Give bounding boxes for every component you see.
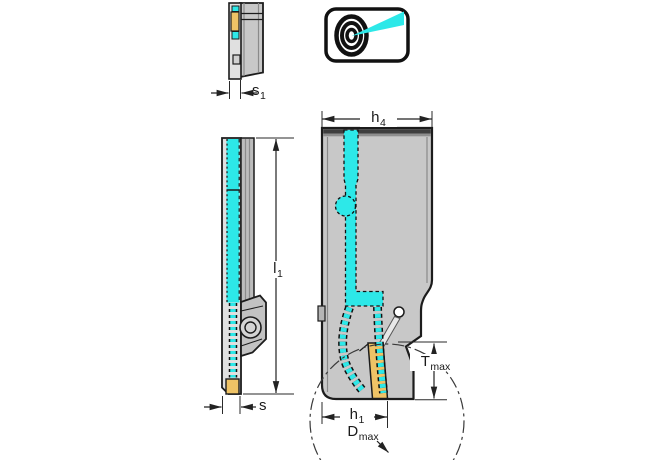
coolant-beam-icon: [351, 11, 404, 36]
coolant-channel-side: [226, 139, 240, 378]
side-view-blade: [204, 137, 294, 414]
tmax-label: Tmax: [410, 354, 461, 373]
coolant-channel-profile: [334, 129, 384, 307]
dmax-circle: [309, 343, 465, 460]
h4-label: h4: [360, 110, 397, 129]
coolant-cross-hole: [334, 195, 357, 217]
s1-dimension: [211, 80, 257, 99]
bullseye-icon: [334, 14, 369, 57]
h1-label: h1: [340, 407, 374, 426]
coolant-outlet-bottom: [231, 31, 240, 40]
precision-coolant-target-icon: [324, 7, 410, 63]
l1-label: l1: [266, 261, 290, 280]
s-dimension: [204, 396, 256, 414]
dmax-label: Dmax: [347, 423, 379, 443]
dmax-leader: [376, 440, 389, 453]
front-view-blade: [211, 2, 264, 99]
tmax-dimension: [398, 341, 447, 401]
pin-hole: [393, 306, 405, 318]
holder-notch: [317, 305, 326, 322]
s-label: s: [259, 397, 267, 414]
clamp-screw: [239, 316, 262, 339]
profile-view-toolholder: [309, 111, 465, 460]
insert-front: [230, 11, 240, 32]
coolant-outlet-top: [231, 5, 240, 12]
coolant-bores: [338, 305, 388, 394]
clamp-block: [239, 294, 267, 358]
insert-side: [225, 378, 240, 395]
s1-label: s1: [252, 82, 266, 102]
